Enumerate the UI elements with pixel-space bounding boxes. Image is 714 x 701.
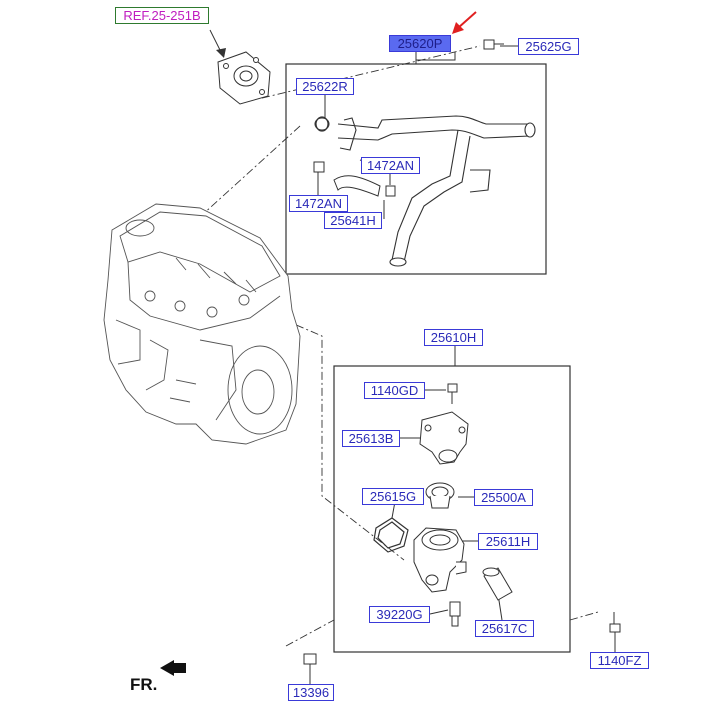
ref-pump-housing-part <box>217 51 271 105</box>
hose-clamps-1472an-part <box>313 161 396 197</box>
callout-25622r: 25622R <box>296 78 354 95</box>
coolant-pipe-assembly <box>314 115 536 267</box>
callout-25625g: 25625G <box>518 38 579 55</box>
callout-25613b: 25613B <box>342 430 400 447</box>
front-direction-label: FR. <box>130 675 158 694</box>
bolt-1140fz-part <box>609 612 621 633</box>
callout-1140gd: 1140GD <box>364 382 425 399</box>
hose-25617c-part <box>482 567 513 601</box>
callout-25611h: 25611H <box>478 533 538 550</box>
callout-25615g: 25615G <box>362 488 424 505</box>
engine-block-part <box>103 203 301 445</box>
bolt-1140gd-part <box>447 383 458 404</box>
fr-direction-arrow-icon <box>160 660 186 676</box>
thermostat-cover-25613b-part <box>419 411 469 465</box>
o-ring-25622r-part <box>315 116 329 132</box>
callout-1472an-upper: 1472AN <box>361 157 420 174</box>
callout-25617c: 25617C <box>475 620 534 637</box>
callout-25610h: 25610H <box>424 329 483 346</box>
red-pointer-arrow-icon <box>452 11 477 34</box>
callout-39220g: 39220G <box>369 606 430 623</box>
bolt-25625g-part <box>483 39 504 50</box>
lower-group-frame <box>333 365 571 653</box>
callout-25620p: 25620P <box>389 35 451 52</box>
plug-13396-part <box>303 653 317 665</box>
thermostat-25500a-part <box>425 482 455 509</box>
gasket-25615g-part <box>373 517 409 553</box>
callout-ref-25-251b: REF.25-251B <box>115 7 209 24</box>
callout-25641h: 25641H <box>324 212 382 229</box>
thermostat-housing-25611h-part <box>413 527 467 593</box>
ref-leader-arrowhead <box>216 48 226 58</box>
callout-1140fz: 1140FZ <box>590 652 649 669</box>
callout-13396: 13396 <box>288 684 334 701</box>
callout-1472an-lower: 1472AN <box>289 195 348 212</box>
temp-sensor-39220g-part <box>449 601 461 627</box>
hose-25641h-part <box>333 175 381 197</box>
callout-25500a: 25500A <box>474 489 533 506</box>
